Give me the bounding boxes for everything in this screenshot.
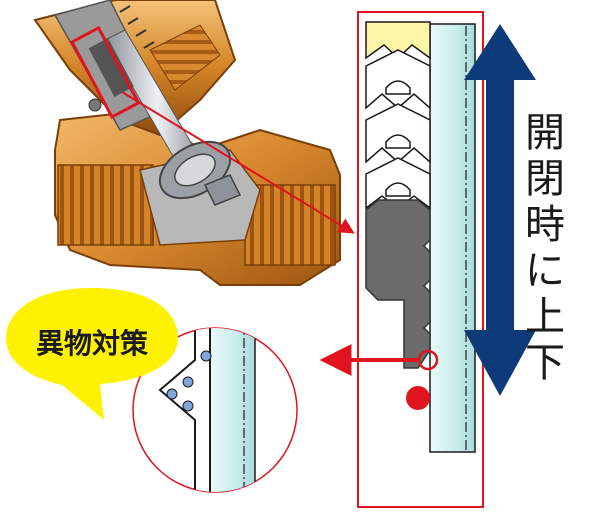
particles	[166, 350, 212, 412]
left-thread-port	[57, 164, 154, 246]
top-adapter	[365, 21, 431, 60]
foreign-particle	[406, 386, 430, 410]
valve-disc	[158, 140, 242, 206]
movement-label-char: 時	[525, 202, 565, 248]
seal-detail-panel	[357, 11, 484, 508]
speech-bubble	[6, 288, 178, 420]
bolt	[88, 98, 102, 112]
movement-label-char: 開	[525, 110, 565, 156]
movement-label-char: に	[525, 248, 565, 294]
movement-label: 開閉時に上下	[520, 110, 570, 386]
spring	[119, 5, 155, 49]
v-packing-rings	[365, 49, 431, 210]
scraper-seal	[365, 199, 431, 369]
movement-label-char: 上	[525, 294, 565, 340]
right-thread-port	[244, 184, 336, 266]
movement-label-char: 閉	[525, 156, 565, 202]
bonnet-thread	[149, 24, 221, 91]
magnified-lip-view	[132, 327, 298, 493]
lip-highlight-circle	[417, 349, 439, 371]
shaft	[429, 23, 476, 453]
stem-packing	[88, 37, 134, 97]
seal-highlight-box	[70, 25, 141, 120]
movement-label-char: 下	[525, 340, 565, 386]
up-down-arrow	[464, 24, 536, 396]
valve-cross-section	[33, 0, 341, 286]
zoom-pointer-line	[121, 91, 355, 234]
foreign-matter-label: 異物対策	[35, 327, 148, 360]
